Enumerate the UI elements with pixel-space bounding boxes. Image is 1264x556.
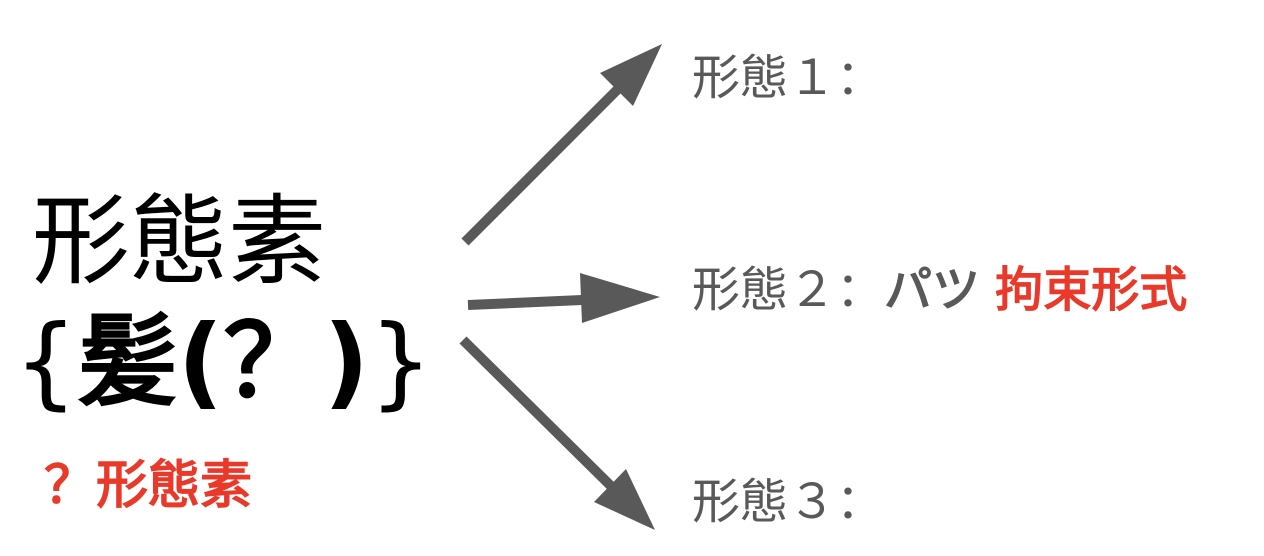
morpheme-title: 形態素 — [32, 185, 327, 299]
form-3: 形態３： — [692, 478, 884, 526]
arrow-down-right-icon — [459, 336, 655, 530]
unknown-morpheme-label: ？形態素 — [44, 456, 253, 516]
word-text: 髪(？) — [77, 303, 370, 420]
morpheme-word: {髪(？)} — [14, 312, 433, 412]
arrow-up-right-icon — [461, 44, 662, 246]
form-1: 形態１： — [692, 54, 884, 102]
form-label: 形態１： — [692, 50, 885, 106]
arrow-right-icon — [467, 273, 660, 323]
close-brace: } — [369, 303, 433, 420]
form-label: 形態２： — [692, 262, 885, 318]
form-reading: パツ — [884, 262, 981, 318]
form-label: 形態３： — [692, 474, 885, 530]
form-2: 形態２：パツ 拘束形式 — [692, 266, 1187, 314]
form-note: 拘束形式 — [995, 262, 1188, 318]
open-brace: { — [14, 303, 78, 420]
